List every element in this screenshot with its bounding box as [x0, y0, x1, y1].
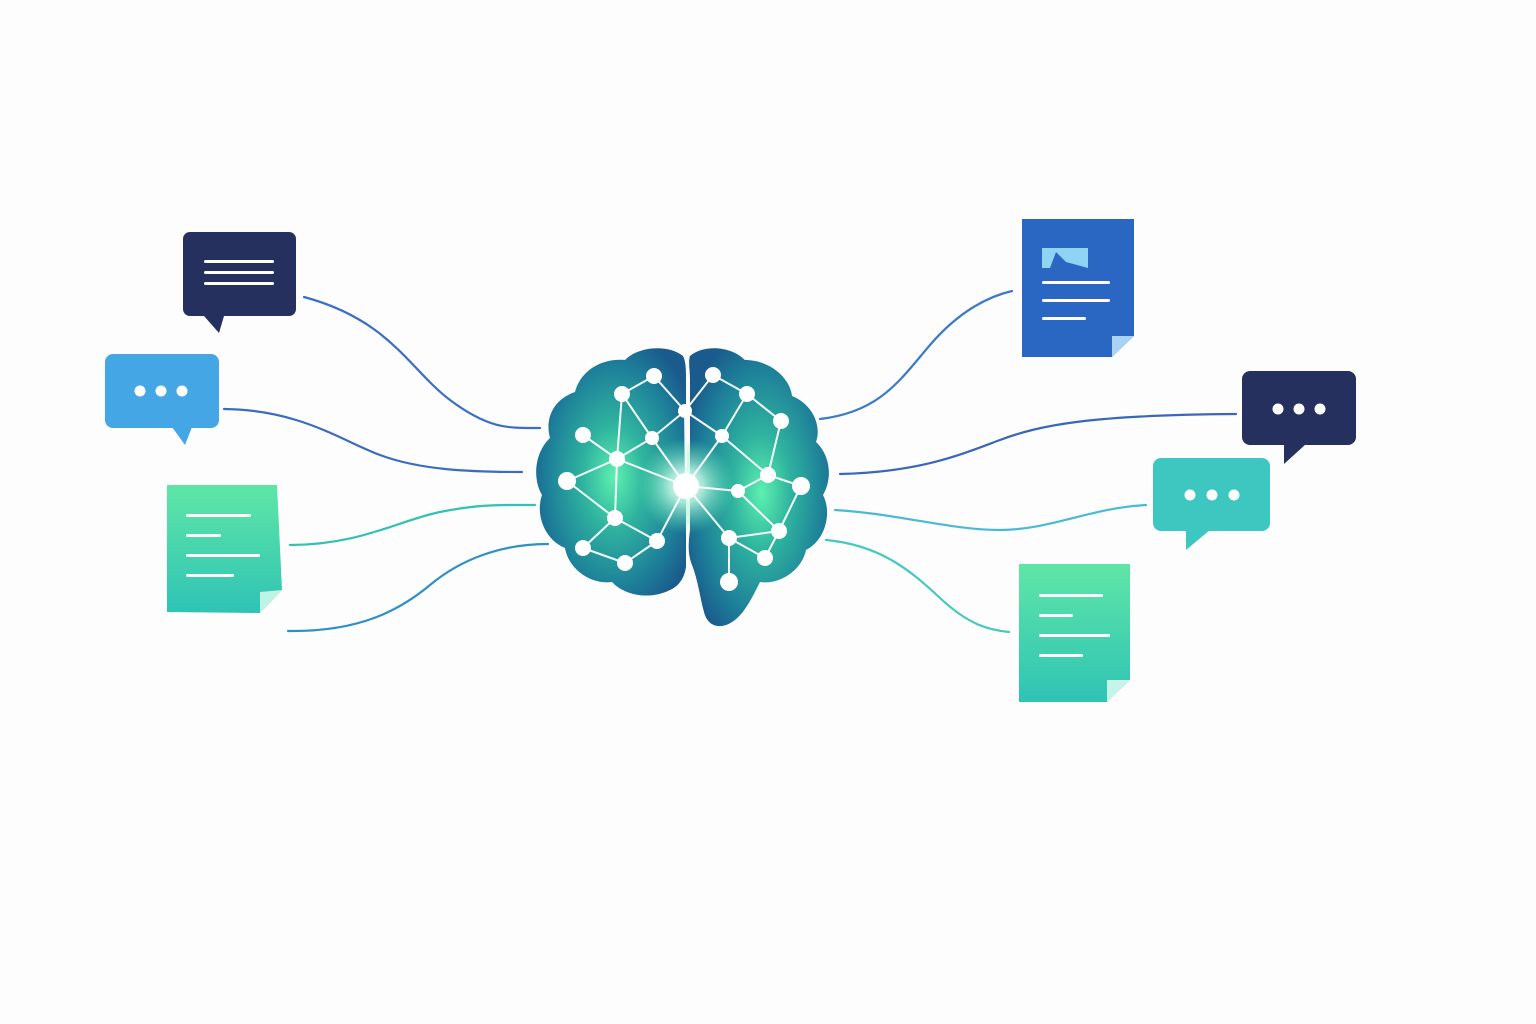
connector-line — [824, 538, 1011, 634]
connector-line — [818, 289, 1014, 421]
chat-bubble-lines-icon — [183, 232, 296, 333]
connector-line — [288, 503, 537, 547]
note-document-icon — [167, 485, 282, 613]
connector-line — [222, 407, 524, 474]
connector-line — [833, 503, 1148, 532]
connector-lines — [222, 289, 1238, 634]
chat-bubble-dots-icon — [1153, 458, 1270, 550]
connector-line — [302, 295, 542, 430]
brain-network-icon — [536, 348, 829, 627]
chat-bubble-dots-icon — [105, 354, 219, 445]
connector-line — [286, 542, 550, 633]
note-document-icon — [1019, 564, 1130, 702]
document-image-icon — [1022, 219, 1134, 357]
connector-line — [838, 412, 1238, 476]
chat-bubble-dots-icon — [1242, 371, 1356, 464]
